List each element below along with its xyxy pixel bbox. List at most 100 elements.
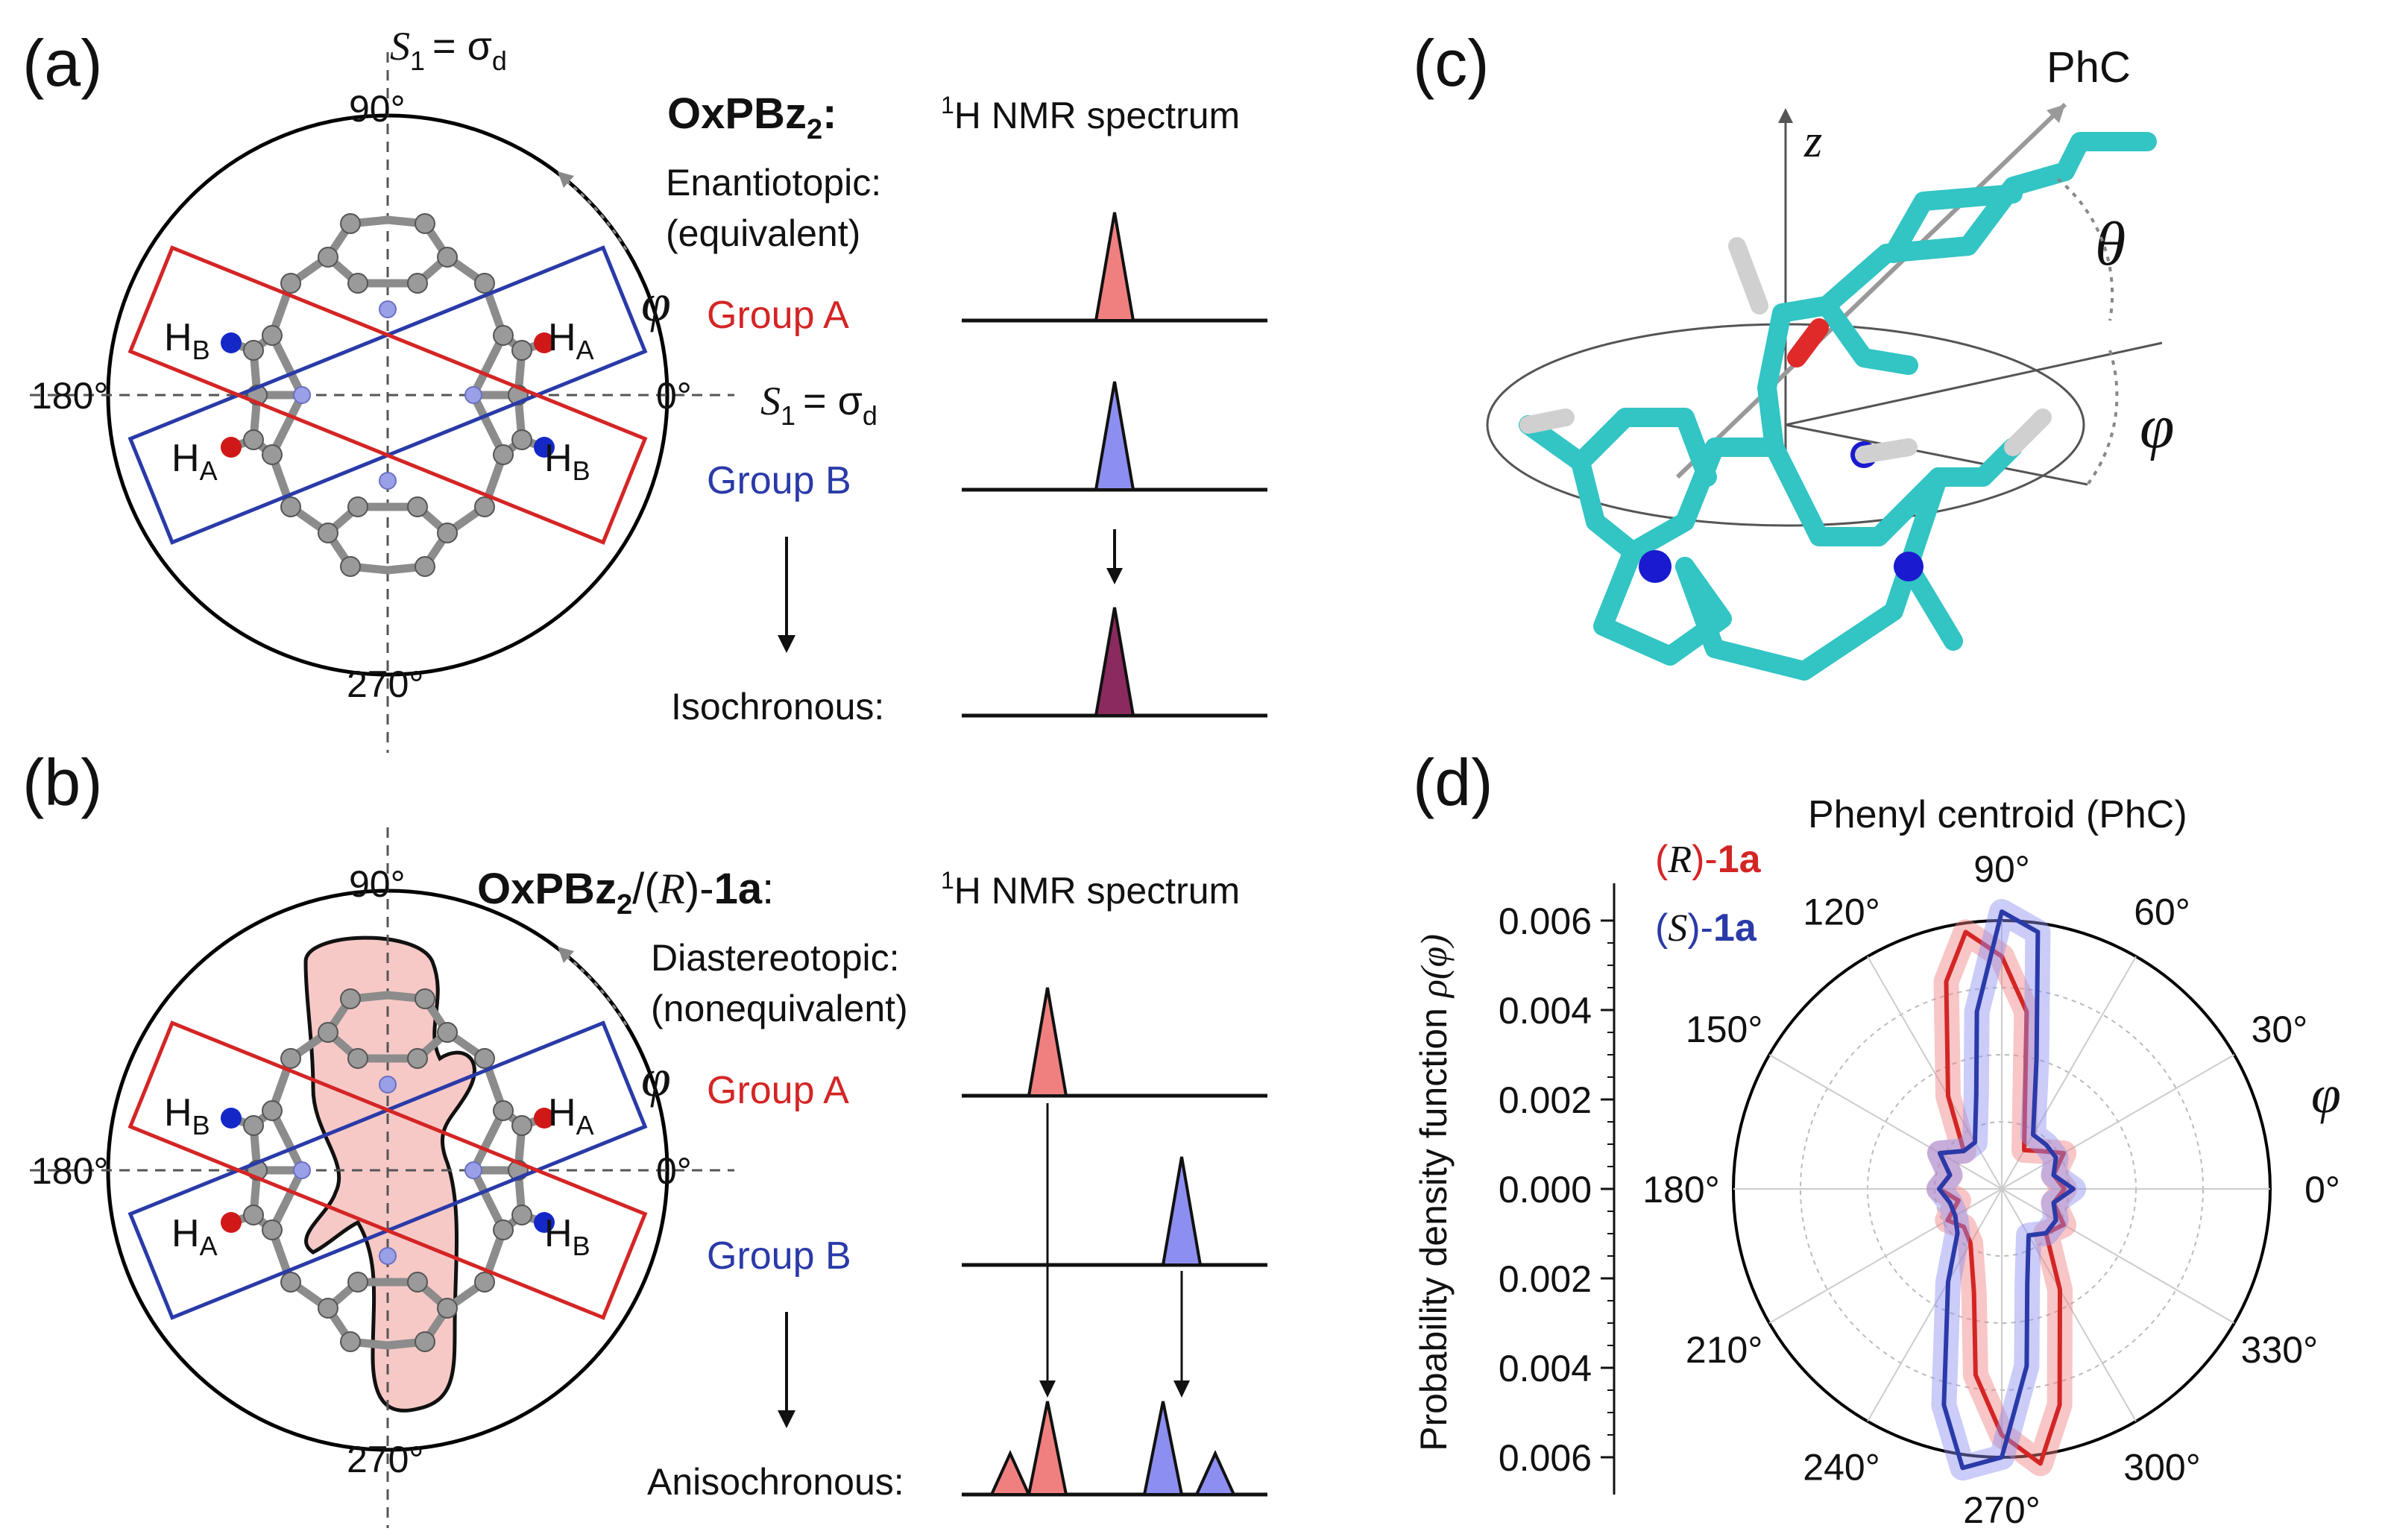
polar-spoke-300 — [2001, 1188, 2137, 1422]
y-axis-label: Probability density functionρ(φ) — [1413, 934, 1455, 1451]
group-b-box-b — [127, 1020, 648, 1320]
down-arrowhead-right-a — [1106, 568, 1123, 584]
molecule-3d-oxygen — [1787, 318, 1829, 367]
peak-result-a — [1094, 607, 1135, 717]
z-axis-arrowhead — [1778, 108, 1793, 123]
angle-label-120: 120° — [1803, 892, 1880, 933]
substituent-atoms-a — [221, 332, 555, 458]
polar-spoke-240 — [1867, 1188, 2003, 1422]
polar-spoke-120 — [1867, 956, 2003, 1190]
angle-90-b: 90° — [349, 863, 406, 905]
polar-series — [1926, 899, 2086, 1481]
phc-vector-arrowhead — [2047, 104, 2065, 123]
panel-d: (d) Phenyl centroid (PhC) Probability de… — [1413, 745, 2341, 1531]
legend-r: (R)-1a — [1655, 838, 1762, 881]
topicity-line2-b: (nonequivalent) — [651, 988, 908, 1029]
group-a-box-a — [127, 245, 648, 545]
angle-label-300: 300° — [2123, 1446, 2200, 1488]
polar-spoke-30 — [2001, 1054, 2235, 1190]
phi-symbol-b: φ — [641, 1048, 671, 1108]
rotation-arrow-b — [558, 949, 628, 1026]
group-b-label-a: Group B — [707, 459, 851, 502]
excluded-region-b — [303, 935, 476, 1413]
phi-symbol-a: φ — [641, 273, 671, 332]
peak-result-b-large-b — [1142, 1401, 1184, 1496]
nitrogen-atoms-b — [293, 1076, 482, 1265]
angle-label-30: 30° — [2252, 1009, 2308, 1050]
ha-label-top-right-b: HA — [548, 1091, 594, 1140]
symmetry-top-label-a: S1= σd — [390, 24, 507, 76]
angle-label-210: 210° — [1686, 1329, 1762, 1371]
panel-c: (c) z PhC — [1413, 26, 2174, 681]
group-b-label-b: Group B — [707, 1234, 851, 1278]
molecule-3d — [1519, 132, 2157, 681]
panel-b: (b) 90° 180° 0° 270° φ — [22, 745, 1267, 1528]
z-label: z — [1803, 116, 1822, 167]
radial-tick-label-5: 0.004 — [1499, 1348, 1592, 1389]
hb-label-bottom-right-b: HB — [544, 1212, 590, 1261]
hb-label-top-left-b: HB — [164, 1091, 210, 1140]
angle-270-a: 270° — [347, 663, 423, 705]
hb-label-bottom-right-a: HB — [544, 437, 590, 486]
projection-arrowhead-b-b — [1173, 1380, 1190, 1398]
substituent-atoms-b — [221, 1108, 555, 1233]
topicity-line1-b: Diastereotopic: — [651, 937, 900, 979]
radial-axis: 0.006 0.004 0.002 0.000 0.002 0.004 0.006 — [1499, 883, 1616, 1495]
down-arrowhead-left-b — [778, 1410, 795, 1428]
panel-b-label: (b) — [22, 745, 103, 819]
theta-arc — [2056, 177, 2114, 321]
projection-line — [1785, 423, 2088, 486]
angle-0-a: 0° — [656, 375, 692, 417]
angle-label-0: 0° — [2304, 1169, 2340, 1211]
y-axis-label-group: Probability density functionρ(φ) — [1413, 934, 1455, 1451]
phi-arc — [2086, 350, 2119, 486]
compound-title-b: OxPBz2/(R)-1a: — [477, 865, 774, 921]
legend-s: (S)-1a — [1655, 906, 1757, 950]
result-label-b: Anisochronous: — [647, 1461, 904, 1503]
peak-result-a-large-b — [1027, 1401, 1068, 1496]
radial-tick-label-6: 0.006 — [1499, 1437, 1592, 1479]
radial-tick-label-0: 0.006 — [1499, 900, 1592, 942]
rotation-arrow-a — [558, 174, 628, 250]
panel-d-label: (d) — [1413, 745, 1493, 819]
angle-label-270: 270° — [1963, 1489, 2040, 1531]
peak-group-a-b — [1027, 987, 1068, 1097]
ha-label-bottom-left-b: HA — [171, 1212, 218, 1261]
angle-label-180: 180° — [1642, 1169, 1719, 1211]
panel-c-label: (c) — [1413, 26, 1490, 100]
molecule-atoms-a — [243, 213, 532, 577]
group-b-box-a — [127, 245, 648, 545]
polar-spoke-150 — [1768, 1054, 2003, 1190]
radial-tick-label-3: 0.000 — [1499, 1169, 1592, 1211]
peak-group-b-a — [1094, 381, 1135, 491]
radial-tick-label-4: 0.002 — [1499, 1258, 1592, 1300]
group-a-label-b: Group A — [707, 1069, 849, 1112]
angle-0-b: 0° — [656, 1150, 692, 1192]
angle-label-330: 330° — [2241, 1329, 2318, 1371]
angle-90-a: 90° — [349, 88, 406, 130]
spectrum-title-a: 1H NMR spectrum — [941, 92, 1240, 136]
hb-label-top-left-a: HB — [164, 316, 210, 365]
phi-symbol-c: φ — [2140, 392, 2174, 461]
rotation-arrowhead-a — [558, 171, 574, 188]
phi-symbol-d: φ — [2311, 1064, 2341, 1124]
radial-tick-label-1: 0.004 — [1499, 990, 1592, 1032]
group-a-box-b — [127, 1020, 648, 1320]
phc-label: PhC — [2047, 43, 2131, 92]
chart-title: Phenyl centroid (PhC) — [1808, 793, 2187, 836]
result-label-a: Isochronous: — [671, 686, 884, 728]
angle-label-150: 150° — [1686, 1009, 1762, 1050]
polar-spoke-330 — [2001, 1188, 2235, 1324]
polar-spoke-210 — [1768, 1188, 2003, 1324]
peak-group-a-a — [1094, 212, 1135, 322]
radial-tick-label-2: 0.002 — [1499, 1079, 1592, 1121]
topicity-line2-a: (equivalent) — [666, 212, 860, 254]
molecule-3d-hydrogens — [1519, 237, 2052, 464]
angle-label-90: 90° — [1973, 848, 2030, 890]
projection-arrowhead-a-b — [1039, 1380, 1056, 1398]
panel-a-label: (a) — [22, 26, 103, 100]
topicity-line1-a: Enantiotopic: — [666, 162, 881, 203]
panel-a: (a) S1= σd 90° 180° 0° 270° S1= σd φ — [22, 24, 1267, 753]
angle-label-60: 60° — [2134, 892, 2190, 933]
ha-label-top-right-a: HA — [548, 316, 594, 365]
